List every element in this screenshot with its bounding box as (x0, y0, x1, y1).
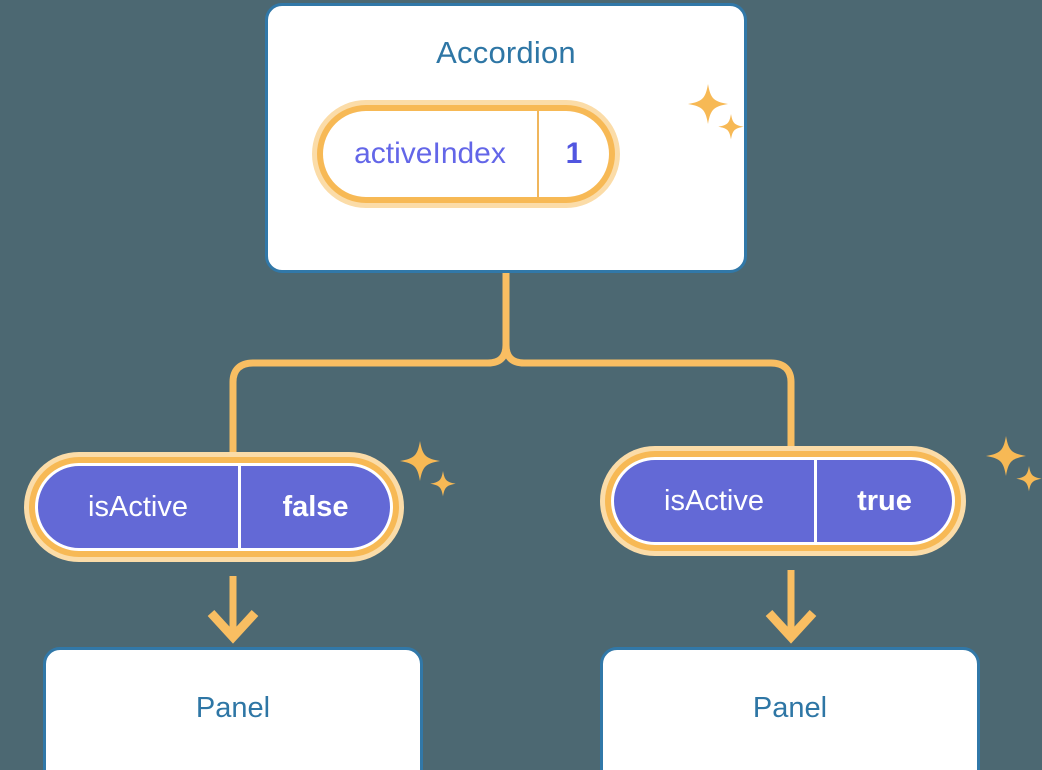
connector-root-fork-right (502, 344, 795, 446)
prop-pill-key-right: isActive (664, 484, 764, 517)
sparkle-group-right (986, 436, 1042, 492)
sparkle-icon-small (430, 471, 456, 497)
sparkle-icon-small (1016, 466, 1042, 492)
component-title-panel-right: Panel (752, 691, 828, 724)
prop-pill-isactive-true[interactable]: isActive true (600, 446, 966, 556)
arrow-down-icon-right (765, 609, 817, 644)
state-pill-activeindex[interactable]: activeIndex 1 (312, 100, 620, 208)
connector-root-fork (229, 273, 510, 452)
sparkle-icon-large (400, 441, 440, 481)
component-title-panel-left: Panel (195, 691, 271, 724)
prop-pill-value-right: true (814, 460, 952, 542)
state-pill-key: activeIndex (354, 137, 506, 170)
component-card-panel-right[interactable]: Panel (600, 647, 980, 770)
component-card-panel-left[interactable]: Panel (43, 647, 423, 770)
sparkle-group-left (400, 441, 456, 497)
sparkle-icon-large (986, 436, 1026, 476)
state-pill-value: 1 (537, 111, 609, 197)
prop-pill-ring-inner-right: isActive true (605, 451, 961, 551)
state-pill-ring-inner: activeIndex 1 (317, 105, 615, 203)
prop-pill-value-left: false (238, 466, 390, 548)
state-pill-body: activeIndex 1 (323, 111, 609, 197)
prop-pill-isactive-false[interactable]: isActive false (24, 452, 404, 562)
prop-pill-body-right: isActive true (611, 457, 955, 545)
prop-pill-ring-left: isActive false (24, 452, 404, 562)
prop-pill-body-left: isActive false (35, 463, 393, 551)
arrow-down-icon-left (207, 609, 259, 644)
state-pill-ring: activeIndex 1 (312, 100, 620, 208)
prop-pill-ring-right: isActive true (600, 446, 966, 556)
prop-pill-ring-inner-left: isActive false (29, 457, 399, 557)
prop-pill-key-left: isActive (88, 490, 188, 523)
component-title-accordion: Accordion (436, 35, 576, 70)
